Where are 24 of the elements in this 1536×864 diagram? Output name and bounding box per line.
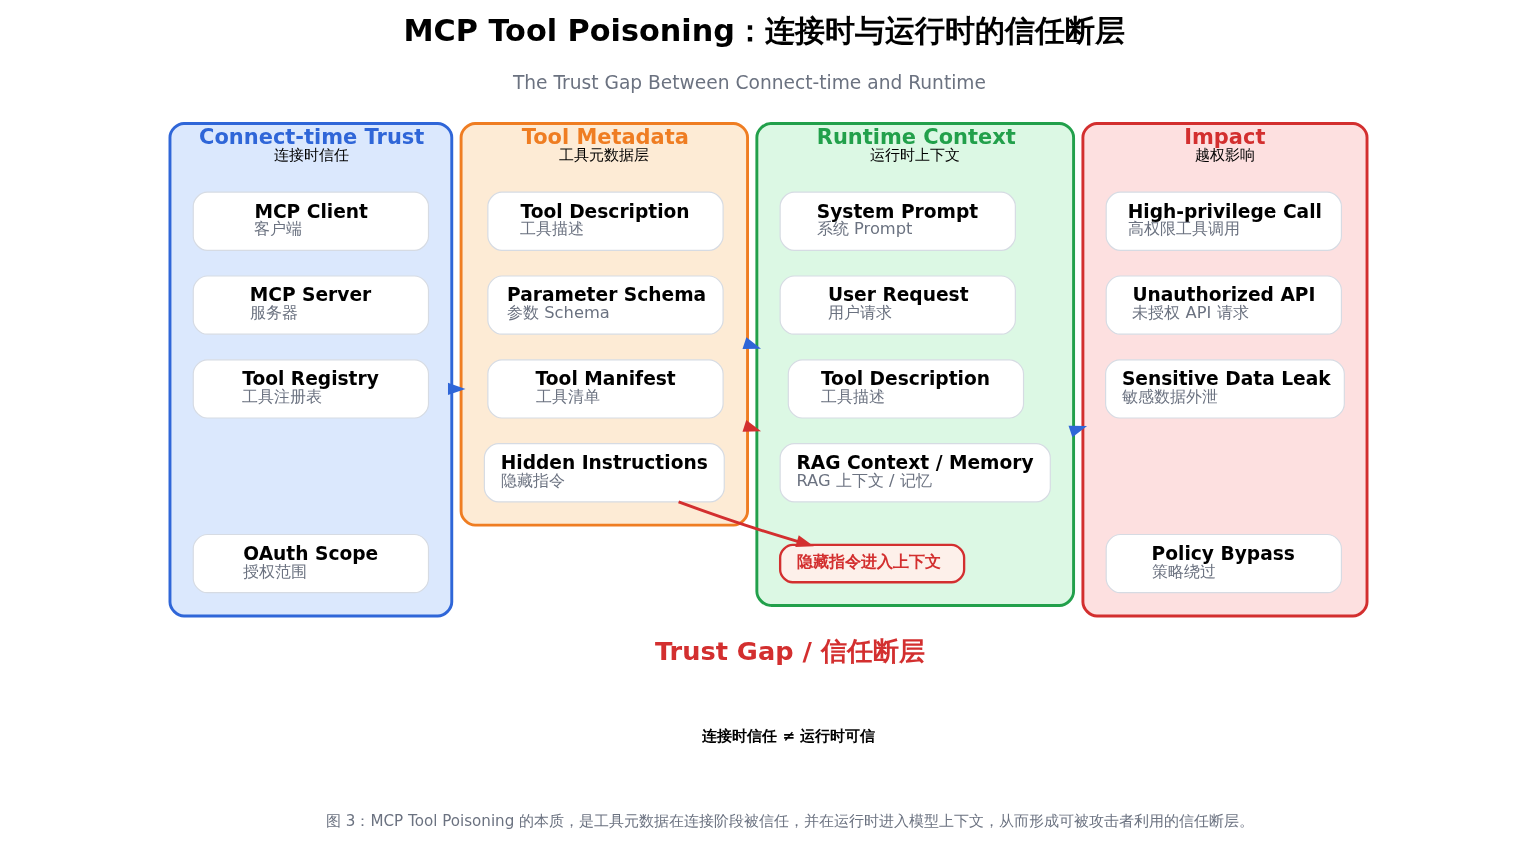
label: 连接时信任 ≠ 运行时可信 <box>701 727 875 746</box>
node-box: Unauthorized API 未授权 API 请求 <box>1105 275 1342 335</box>
node-box: 隐藏指令进入上下文 <box>778 543 965 584</box>
node-box: High-privilege Call 高权限工具调用 <box>1105 191 1342 251</box>
node-box: RAG Context / Memory RAG 上下文 / 记忆 <box>779 443 1051 503</box>
label: Trust Gap / 信任断层 <box>654 635 925 666</box>
node-box: User Request 用户请求 <box>779 275 1016 335</box>
node-box: Tool Manifest 工具清单 <box>486 359 724 419</box>
arrow <box>677 500 814 548</box>
arrow <box>447 382 465 396</box>
node-box: Policy Bypass 策略绕过 <box>1105 533 1342 594</box>
node-box: Sensitive Data Leak 敏感数据外泄 <box>1104 359 1345 419</box>
node-box: MCP Server 服务器 <box>192 275 429 335</box>
node-box: MCP Client 客户端 <box>192 191 429 251</box>
node-box: Tool Description 工具描述 <box>787 359 1024 419</box>
caption: 图 3：MCP Tool Poisoning 的本质，是工具元数据在连接阶段被信任，并在运行时进入模型上下文，从而形成可被攻击者利用的信任断层。 <box>325 812 1254 831</box>
node-box: Hidden Instructions 隐藏指令 <box>483 443 725 503</box>
node-box: Tool Registry 工具注册表 <box>192 359 429 419</box>
diagram-title: MCP Tool Poisoning：连接时与运行时的信任断层 <box>402 12 1125 48</box>
node-box: OAuth Scope 授权范围 <box>192 533 429 594</box>
label: The Trust Gap Between Connect-time and Runtime <box>512 72 986 94</box>
node-box: Parameter Schema 参数 Schema <box>486 275 724 335</box>
node-box: Tool Description 工具描述 <box>486 191 724 251</box>
node-box: System Prompt 系统 Prompt <box>779 191 1016 251</box>
